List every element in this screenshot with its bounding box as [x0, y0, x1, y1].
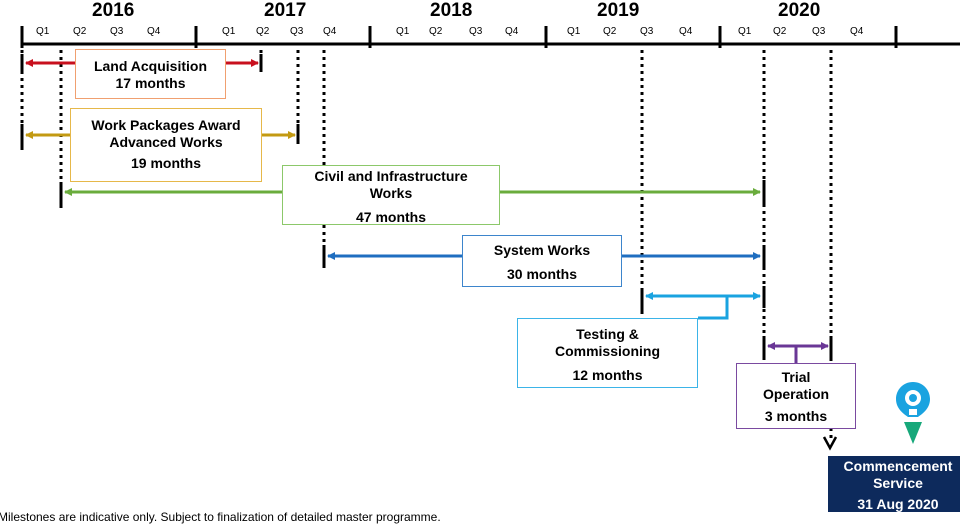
footnote: Milestones are indicative only. Subject …: [0, 510, 441, 524]
quarter-label: Q2: [429, 26, 443, 37]
phase-name: Trial: [781, 369, 811, 385]
quarter-label: Q1: [36, 26, 50, 37]
quarter-label: Q3: [469, 26, 483, 37]
quarter-label: Q4: [505, 26, 519, 37]
quarter-label: Q1: [222, 26, 236, 37]
quarter-label: Q1: [738, 26, 752, 37]
phase-name: Civil and Infrastructure: [314, 168, 468, 184]
phase-name: Advanced Works: [109, 134, 223, 150]
quarter-label: Q2: [256, 26, 270, 37]
phase-name: Work Packages Award: [91, 117, 241, 133]
chevron-down-icon: [822, 436, 838, 451]
milestone-line: Commencement: [843, 458, 953, 474]
phase-name: System Works: [493, 242, 591, 258]
quarter-label: Q3: [110, 26, 124, 37]
milestone-date: 31 Aug 2020: [857, 496, 939, 512]
phase-name: Operation: [762, 386, 830, 402]
phase-duration: 47 months: [355, 209, 426, 225]
year-label: 2016: [92, 0, 135, 21]
phase-testing-commissioning: Testing & Commissioning 12 months: [517, 318, 698, 388]
year-label: 2018: [430, 0, 473, 21]
quarter-label: Q2: [603, 26, 617, 37]
quarter-label: Q4: [147, 26, 161, 37]
quarter-label: Q4: [323, 26, 337, 37]
phase-system-works: System Works 30 months: [462, 235, 622, 287]
phase-name: Commissioning: [554, 343, 660, 359]
phase-work-packages-award: Work Packages Award Advanced Works 19 mo…: [70, 108, 262, 182]
year-label: 2019: [597, 0, 640, 21]
year-label: 2017: [264, 0, 307, 21]
phase-duration: 17 months: [115, 75, 186, 91]
phase-trial-operation: Trial Operation 3 months: [736, 363, 856, 429]
phase-end-ticks: [20, 54, 833, 358]
phase-name: Land Acquisition: [93, 58, 208, 74]
location-pin-icon: [896, 382, 930, 444]
quarter-label: Q2: [773, 26, 787, 37]
phase-duration: 30 months: [506, 266, 577, 282]
year-ticks: [20, 26, 898, 48]
year-label: 2020: [778, 0, 821, 21]
phase-land-acquisition: Land Acquisition 17 months: [75, 49, 226, 99]
phase-duration: 12 months: [572, 367, 643, 383]
quarter-label: Q4: [679, 26, 693, 37]
quarter-label: Q4: [850, 26, 864, 37]
quarter-label: Q3: [812, 26, 826, 37]
phase-name: Works: [369, 185, 413, 201]
quarter-label: Q1: [567, 26, 581, 37]
phase-duration: 19 months: [130, 155, 201, 171]
quarter-label: Q3: [290, 26, 304, 37]
quarter-label: Q1: [396, 26, 410, 37]
commencement-milestone: Commencement Service 31 Aug 2020: [828, 456, 960, 512]
testing-connector: [698, 296, 729, 320]
phase-civil-infrastructure: Civil and Infrastructure Works 47 months: [282, 165, 500, 225]
phase-name: Testing &: [576, 326, 639, 342]
quarter-label: Q2: [73, 26, 87, 37]
quarter-label: Q3: [640, 26, 654, 37]
milestone-line: Service: [873, 475, 923, 491]
phase-duration: 3 months: [764, 408, 828, 424]
